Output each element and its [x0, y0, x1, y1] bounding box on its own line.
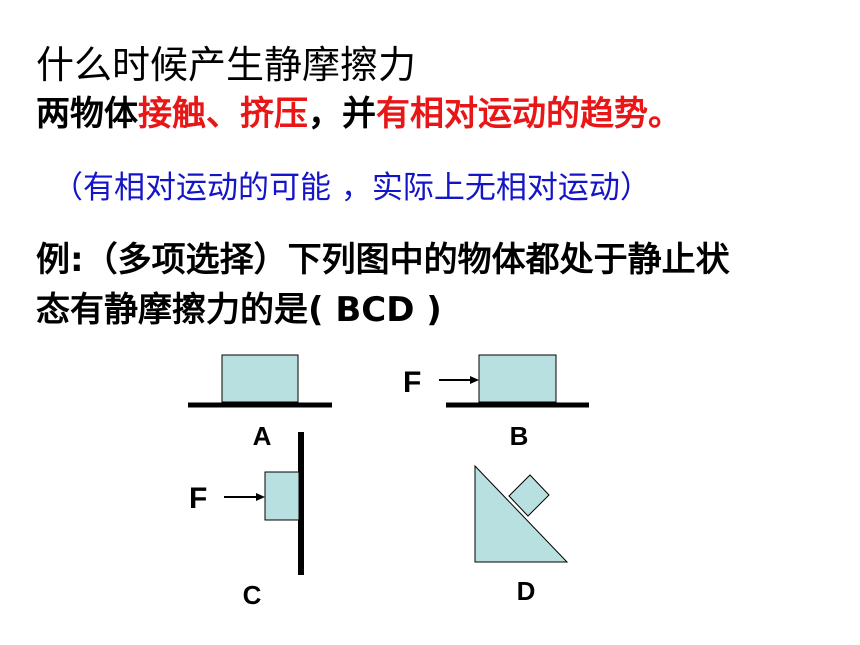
figure-b-block — [478, 354, 557, 403]
condition-line: 两物体接触、挤压，并有相对运动的趋势。 — [36, 86, 682, 135]
note-line: （有相对运动的可能 ，实际上无相对运动） — [52, 170, 651, 206]
figure-c-block — [264, 471, 300, 521]
figure-a-label: A — [253, 421, 272, 451]
figure-b-label: B — [510, 421, 529, 451]
slide-heading: 什么时候产生静摩擦力 — [36, 43, 417, 87]
condition-prefix: 两物体 — [36, 94, 138, 134]
question-line-1: 例:（多项选择）下列图中的物体都处于静止状 — [36, 240, 730, 280]
figure-d-incline — [474, 464, 569, 563]
figure-d-block — [508, 474, 550, 517]
figure-d: D — [474, 464, 569, 606]
figure-b-force-label: F — [403, 366, 421, 399]
condition-comma: ，并 — [308, 94, 376, 134]
figure-a-block — [221, 354, 299, 403]
figure-c-force-label: F — [189, 482, 207, 515]
figure-c-label: C — [243, 580, 262, 610]
figure-b-arrowhead — [470, 376, 479, 384]
figure-b: F B — [403, 354, 589, 451]
figure-c: F C — [189, 432, 304, 610]
relative-tendency-text: 有相对运动的趋势。 — [376, 94, 682, 134]
figure-d-label: D — [517, 576, 536, 606]
question-line-2: 态有静摩擦力的是( BCD ) — [36, 290, 442, 330]
figure-a: A — [188, 354, 332, 451]
figure-c-arrowhead — [256, 493, 265, 501]
contact-pressure-text: 接触、挤压 — [138, 94, 308, 134]
